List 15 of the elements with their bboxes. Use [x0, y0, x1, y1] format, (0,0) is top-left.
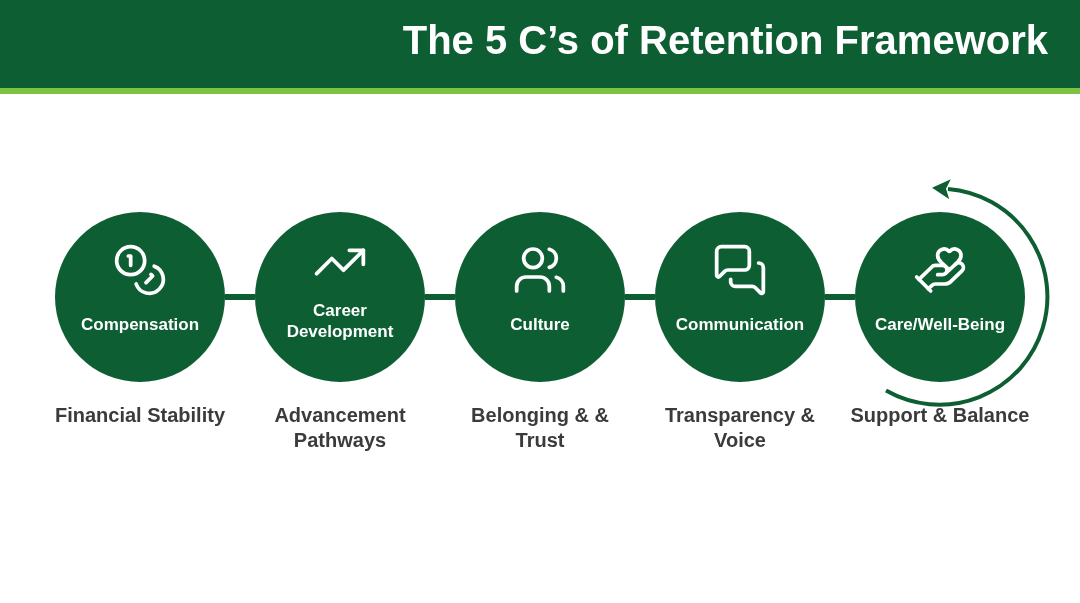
- title: The 5 C’s of Retention Framework: [402, 18, 1048, 63]
- caption-text: Advancement Pathways: [273, 403, 407, 453]
- node-label: Communication: [674, 314, 806, 335]
- caption-text: Support & Balance: [850, 403, 1030, 428]
- caption-text: Financial Stability: [53, 403, 226, 428]
- node-label: Career Development: [285, 300, 395, 342]
- caption-text: Transparency & Voice: [663, 403, 817, 453]
- node-label: Compensation: [79, 314, 201, 335]
- connector-line: [225, 294, 255, 300]
- node-label: Culture: [509, 314, 571, 335]
- connector-line: [425, 294, 455, 300]
- connector-line: [625, 294, 655, 300]
- connector-line: [825, 294, 855, 300]
- node-label: Care/Well-Being: [873, 314, 1007, 335]
- caption-text: Belonging & & Trust: [470, 403, 610, 453]
